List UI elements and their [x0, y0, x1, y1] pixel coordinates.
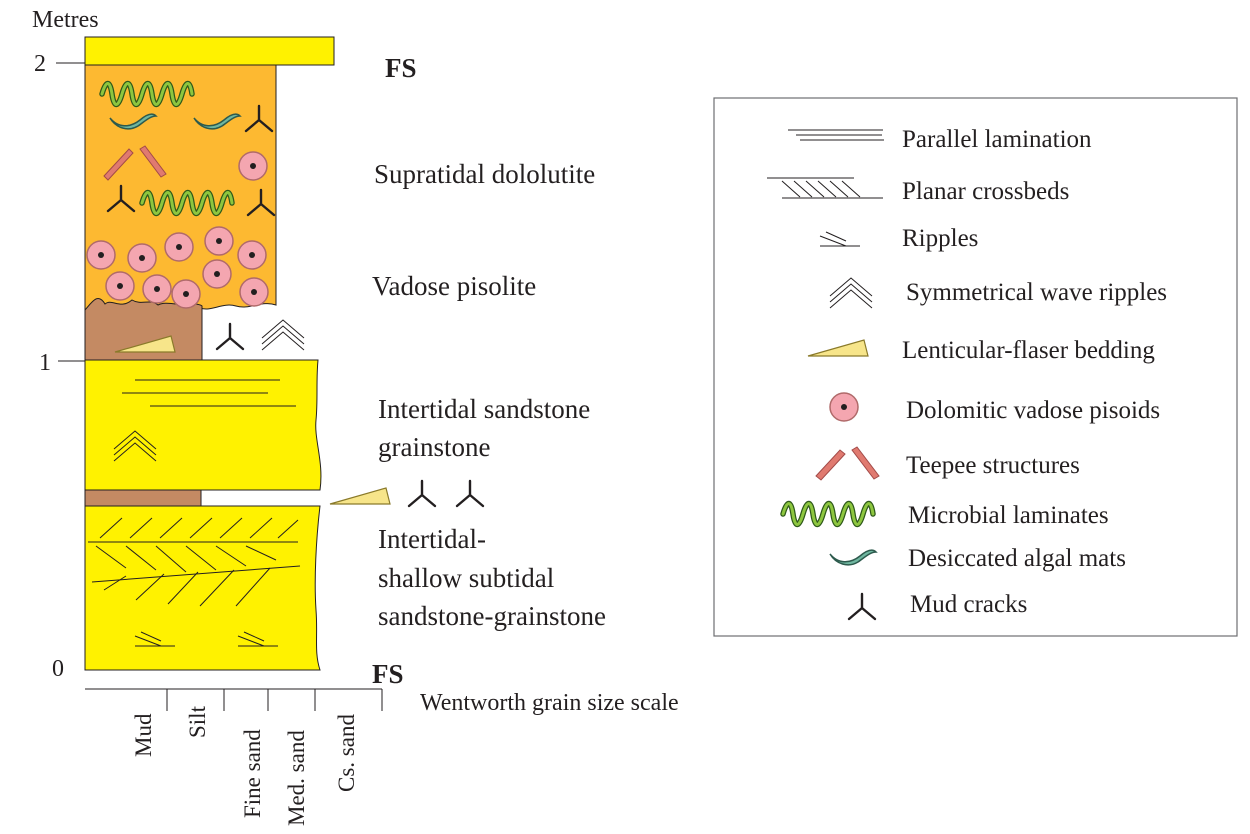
facies-label: grainstone — [378, 432, 490, 462]
parallel-lamination-marks — [122, 379, 296, 407]
legend-label: Ripples — [902, 225, 978, 252]
sandstone-cap-bed — [84, 36, 335, 66]
crossbed-marks — [88, 517, 301, 607]
legend-label: Planar crossbeds — [902, 178, 1069, 205]
grain-scale-title: Wentworth grain size scale — [420, 690, 679, 716]
lenticular-flaser-icon — [329, 487, 391, 505]
legend-label: Lenticular-flaser bedding — [902, 337, 1155, 364]
legend: Parallel lamination Planar crossbeds Rip… — [713, 97, 1238, 637]
facies-label: Intertidal sandstone — [378, 394, 590, 424]
teepee-icon — [815, 446, 880, 481]
legend-label: Dolomitic vadose pisoids — [906, 397, 1160, 424]
grain-class-label: Fine sand — [240, 729, 265, 818]
axis-tick-label: 2 — [34, 51, 46, 77]
facies-label: Vadose pisolite — [372, 271, 536, 301]
mud-crack-mark — [455, 479, 485, 508]
facies-label: sandstone-grainstone — [378, 601, 606, 631]
flooding-surface-top-label: FS — [385, 53, 417, 83]
wave-ripple-marks — [261, 319, 305, 351]
grain-class-label: Mud — [131, 713, 156, 757]
axis-unit-label: Metres — [32, 7, 99, 33]
flooding-surface-bottom-label: FS — [372, 659, 404, 689]
axis-tick-label: 1 — [39, 350, 51, 376]
sediment-column — [84, 36, 485, 671]
mud-crack-mark — [407, 479, 437, 508]
facies-label: Supratidal dololutite — [374, 159, 595, 189]
legend-label: Teepee structures — [906, 452, 1080, 479]
pisoid-icon — [829, 392, 859, 422]
grain-class-label: Silt — [185, 705, 210, 738]
planar-crossbeds-icon — [767, 177, 883, 199]
legend-label: Microbial laminates — [908, 502, 1109, 529]
facies-label: shallow subtidal — [378, 563, 554, 593]
legend-label: Parallel lamination — [902, 126, 1092, 153]
legend-label: Symmetrical wave ripples — [906, 279, 1167, 306]
parallel-lamination-icon — [788, 129, 884, 141]
facies-label: Intertidal- — [378, 524, 486, 554]
legend-label: Desiccated algal mats — [908, 545, 1126, 572]
grain-class-label: Med. sand — [284, 730, 309, 826]
facies-labels: Supratidal dololutite Vadose pisolite In… — [372, 159, 606, 631]
grain-class-label: Cs. sand — [334, 714, 359, 792]
legend-label: Mud cracks — [910, 591, 1027, 618]
axis-tick-label: 0 — [52, 656, 64, 682]
vertical-axis: Metres 2 1 0 — [32, 7, 99, 682]
grain-size-scale: Mud Silt Fine sand Med. sand Cs. sand We… — [85, 688, 679, 826]
thin-mud-bed — [84, 489, 202, 507]
mud-crack-mark — [215, 322, 245, 351]
subtidal-sandstone-bed — [84, 505, 321, 671]
teepee-mark — [103, 145, 167, 181]
